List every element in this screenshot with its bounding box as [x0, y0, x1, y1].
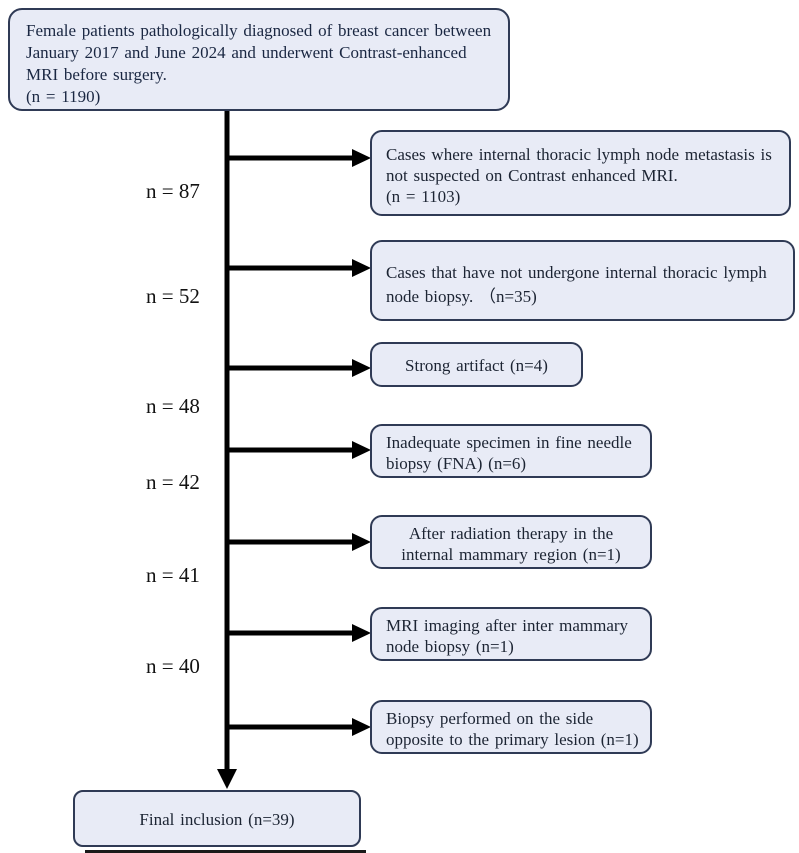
remaining-count-label: n = 87 — [146, 179, 200, 203]
exclusion-text-line: Biopsy performed on the side — [386, 709, 594, 728]
spine-arrowhead-icon — [217, 769, 237, 789]
remaining-count-label: n = 40 — [146, 654, 200, 678]
population-text-line: January 2017 and June 2024 and underwent… — [26, 43, 467, 62]
exclusion-text-line: opposite to the primary lesion (n=1) — [386, 730, 639, 749]
remaining-count-label: n = 42 — [146, 470, 200, 494]
exclusion-text-line: internal mammary region (n=1) — [401, 545, 621, 564]
arrowhead-4-icon — [352, 441, 371, 459]
remaining-count-label: n = 48 — [146, 394, 200, 418]
exclusion-text-line: node biopsy (n=1) — [386, 637, 514, 656]
arrowhead-1-icon — [352, 149, 371, 167]
final-inclusion-box: Final inclusion (n=39) — [73, 790, 361, 847]
exclusion-box-1: Cases where internal thoracic lymph node… — [370, 130, 791, 216]
exclusion-text-line: node biopsy. （n=35) — [386, 287, 537, 306]
exclusion-text-line: MRI imaging after inter mammary — [386, 616, 629, 635]
exclusion-text-line: biopsy (FNA) (n=6) — [386, 454, 527, 473]
arrowhead-5-icon — [352, 533, 371, 551]
exclusion-box-5: After radiation therapy in the internal … — [370, 515, 652, 569]
exclusion-box-3: Strong artifact (n=4) — [370, 342, 583, 387]
exclusion-text-line: Strong artifact (n=4) — [405, 356, 548, 375]
bottom-crop-line — [85, 850, 366, 853]
population-text-line: Female patients pathologically diagnosed… — [26, 21, 492, 40]
exclusion-text-line: Cases that have not undergone internal t… — [386, 263, 767, 282]
population-box: Female patients pathologically diagnosed… — [8, 8, 510, 111]
exclusion-text-line: After radiation therapy in the — [408, 524, 614, 543]
exclusion-text-line: not suspected on Contrast enhanced MRI. — [386, 166, 678, 185]
exclusion-text-line: Cases where internal thoracic lymph node… — [386, 145, 772, 164]
arrowhead-6-icon — [352, 624, 371, 642]
arrowhead-2-icon — [352, 259, 371, 277]
exclusion-count: (n = 1103) — [386, 187, 461, 206]
exclusion-box-2: Cases that have not undergone internal t… — [370, 240, 795, 321]
arrowhead-7-icon — [352, 718, 371, 736]
arrowhead-3-icon — [352, 359, 371, 377]
exclusion-box-4: Inadequate specimen in fine needle biops… — [370, 424, 652, 478]
exclusion-box-7: Biopsy performed on the side opposite to… — [370, 700, 652, 754]
remaining-count-label: n = 41 — [146, 563, 200, 587]
exclusion-text-line: Inadequate specimen in fine needle — [386, 433, 632, 452]
remaining-count-label: n = 52 — [146, 284, 200, 308]
population-text-line: MRI before surgery. — [26, 65, 167, 84]
final-inclusion-text: Final inclusion (n=39) — [139, 810, 295, 829]
population-count: (n = 1190) — [26, 87, 101, 106]
exclusion-box-6: MRI imaging after inter mammary node bio… — [370, 607, 652, 661]
